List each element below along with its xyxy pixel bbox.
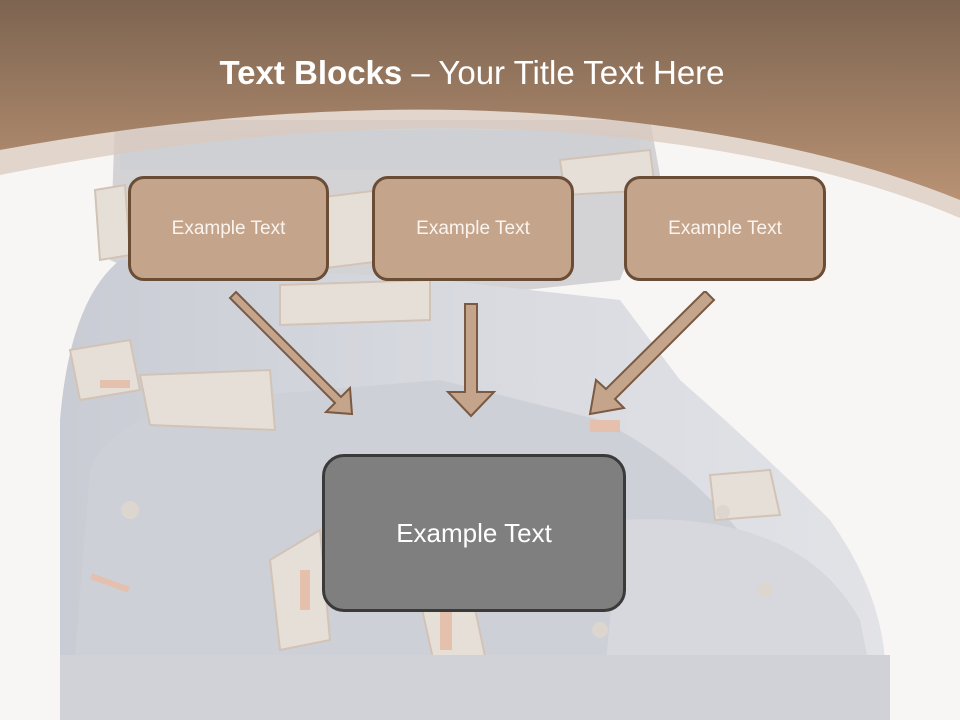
center-text-block[interactable]: Example Text (322, 454, 626, 612)
text-block-3[interactable]: Example Text (624, 176, 826, 281)
center-text-block-label: Example Text (396, 517, 552, 548)
slide-title: Text Blocks – Your Title Text Here (0, 54, 944, 92)
text-block-2-label: Example Text (416, 217, 530, 239)
text-block-1[interactable]: Example Text (128, 176, 329, 281)
text-block-1-label: Example Text (171, 217, 286, 239)
text-block-2[interactable]: Example Text (372, 176, 574, 281)
header-band (0, 0, 960, 218)
text-block-3-label: Example Text (668, 217, 782, 239)
title-separator: – (402, 54, 439, 91)
title-bold-part: Text Blocks (219, 54, 403, 91)
title-rest: Your Title Text Here (438, 54, 725, 91)
